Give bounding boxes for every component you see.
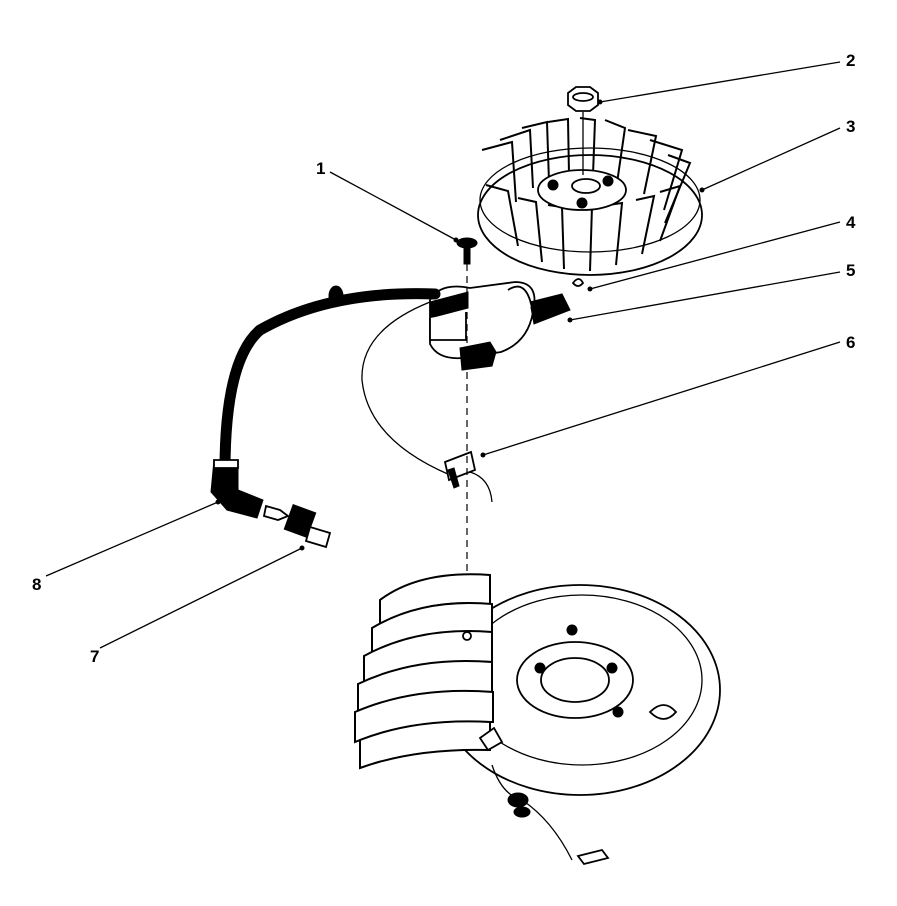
ignition-module (429, 281, 571, 371)
callout-3: 3 (846, 117, 855, 136)
spark-plug-lead (219, 285, 451, 476)
callout-7: 7 (90, 647, 99, 666)
callout-5: 5 (846, 261, 855, 280)
spark-plug-boot (210, 459, 264, 519)
engine-block (354, 573, 721, 796)
stop-switch-wire (491, 764, 610, 866)
flywheel-nut (567, 86, 599, 175)
flywheel-key (571, 278, 585, 287)
callout-4: 4 (846, 213, 856, 232)
ground-clip (443, 450, 493, 503)
flywheel (477, 117, 703, 276)
callout-2: 2 (846, 51, 855, 70)
leader-lines (45, 61, 841, 649)
callout-1: 1 (316, 159, 325, 178)
callout-6: 6 (846, 333, 855, 352)
mounting-screw (456, 237, 478, 265)
spark-plug (262, 504, 332, 549)
callout-8: 8 (32, 575, 41, 594)
